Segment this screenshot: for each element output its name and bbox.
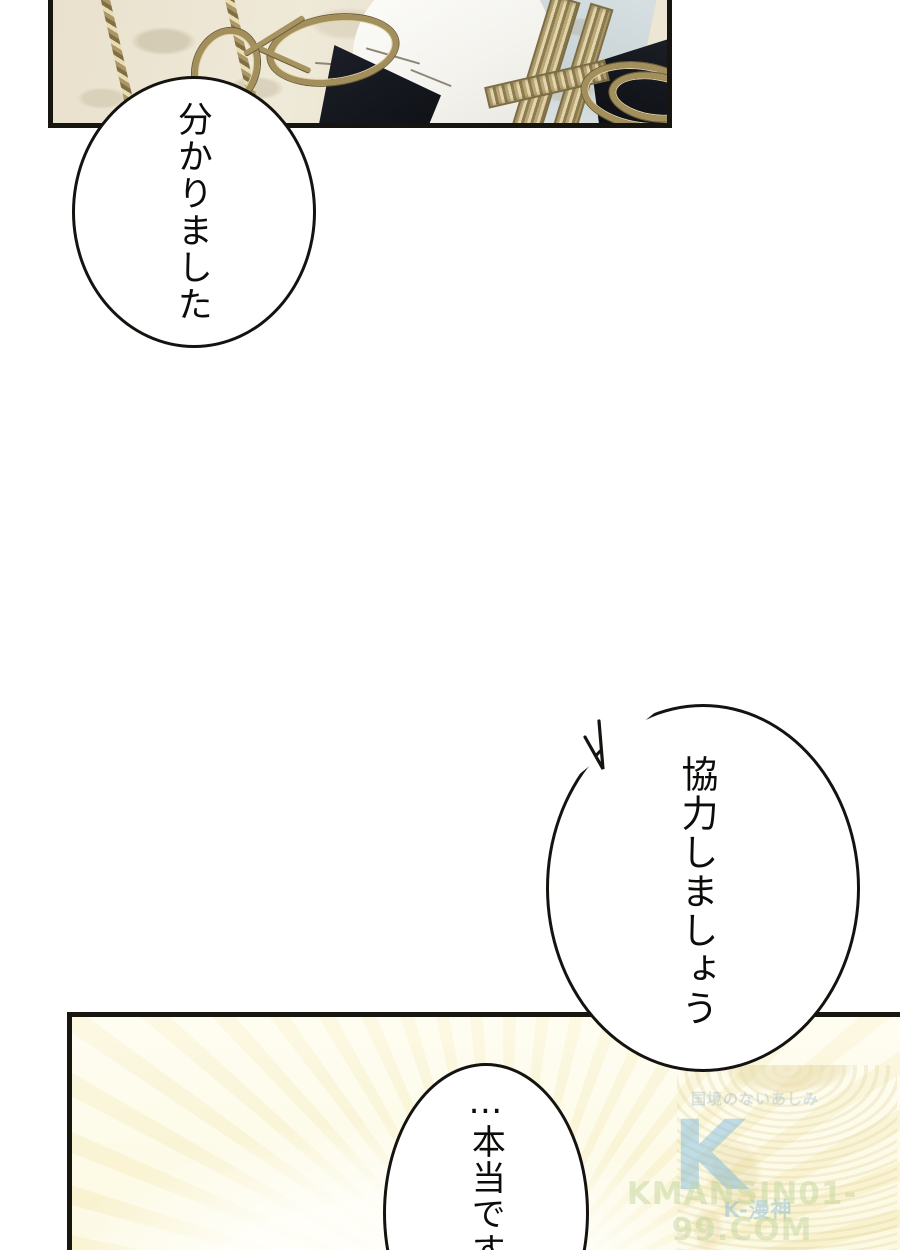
gilded-architecture-ornament [677, 1065, 897, 1250]
bubble-text: …本当です [465, 1082, 506, 1250]
gilded-architecture-ornament-secondary [679, 1137, 789, 1250]
bubble-text: 分かりました [171, 101, 212, 323]
speech-bubble-kyouryoku-shimashou: 協力しましょう [546, 701, 860, 1072]
speech-bubble-wakarimashita: 分かりました [72, 76, 316, 348]
top-illustration-panel [48, 0, 672, 128]
speech-bubble-tail-icon [549, 701, 669, 799]
bubble-text: 協力しましょう [674, 755, 718, 1028]
